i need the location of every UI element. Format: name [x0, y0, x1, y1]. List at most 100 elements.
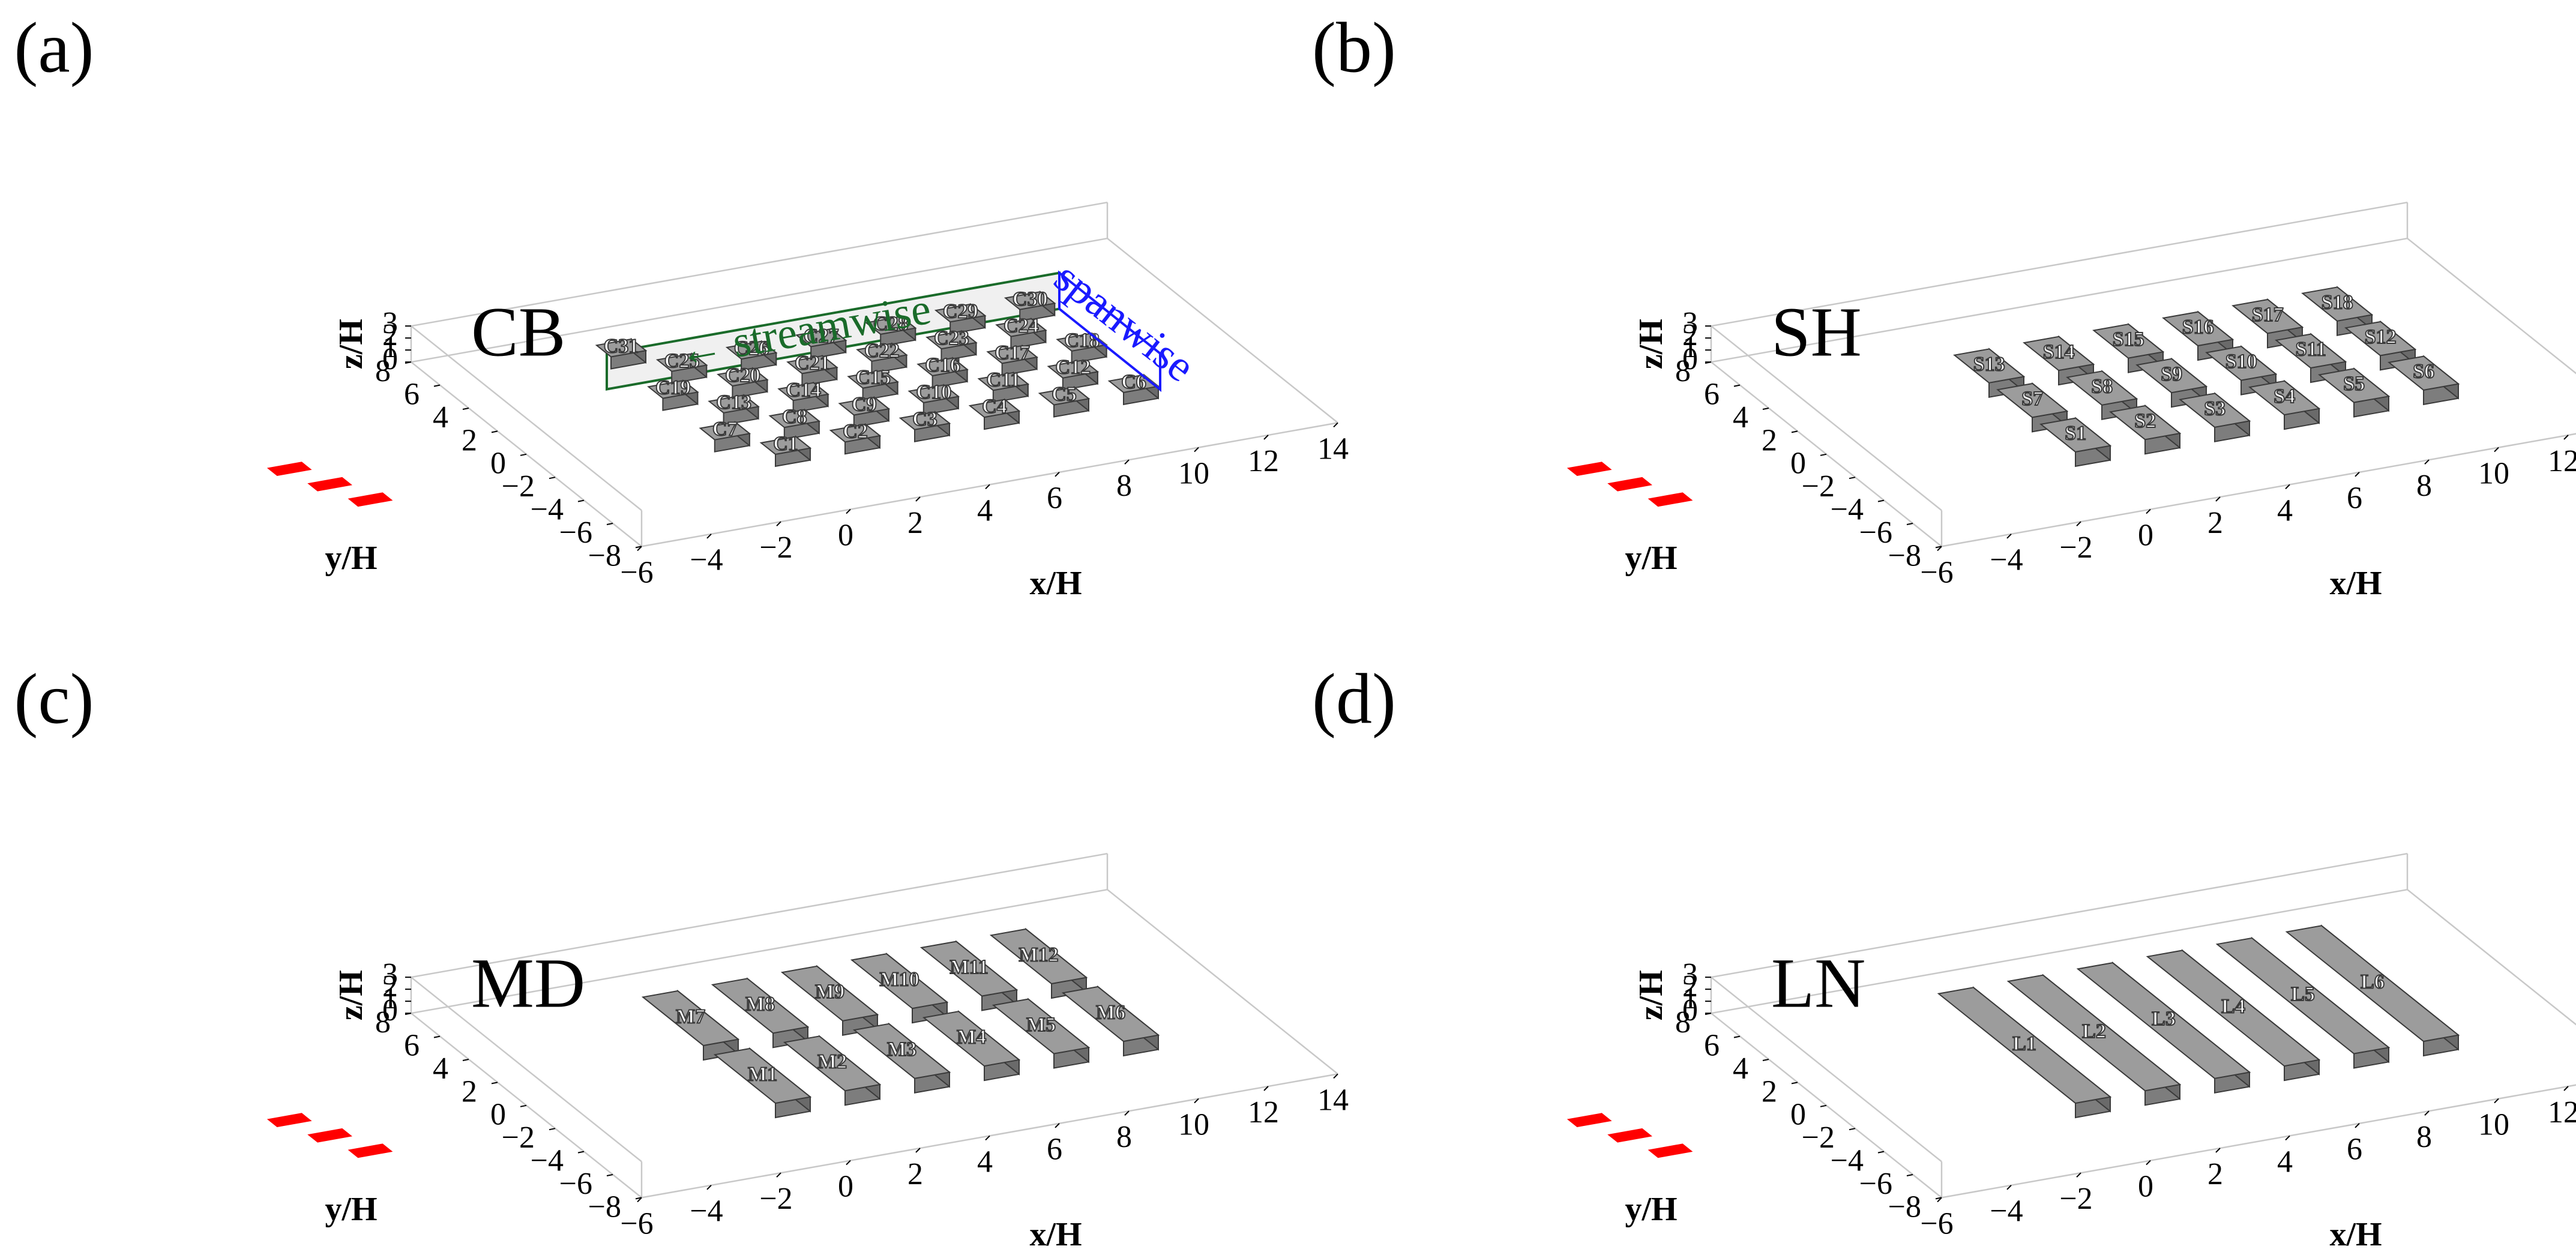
- z-axis-label: z/H: [333, 970, 370, 1020]
- block: S17: [2231, 298, 2304, 349]
- x-tick-mark: [2006, 534, 2012, 539]
- axis-edge: [411, 237, 1108, 363]
- y-tick-mark: [433, 1035, 441, 1038]
- block: M3: [852, 1022, 951, 1094]
- block-label: L1: [2012, 1032, 2036, 1055]
- block-label: C24: [1004, 315, 1039, 337]
- block-face: [916, 357, 969, 377]
- block: C14: [777, 378, 829, 414]
- y-tick-mark: [1820, 1104, 1827, 1107]
- y-tick-label: −8: [1888, 1190, 1921, 1224]
- x-tick-label: −6: [620, 1206, 653, 1241]
- y-tick-mark: [520, 453, 527, 456]
- block-face: [995, 318, 1047, 337]
- block-label: C21: [795, 352, 830, 374]
- y-tick-mark: [549, 477, 556, 480]
- block: M12: [989, 927, 1088, 999]
- x-tick-label: 4: [977, 493, 993, 528]
- y-tick-mark: [635, 1197, 642, 1200]
- block: C24: [995, 314, 1047, 349]
- block-face: [919, 940, 1019, 997]
- block-face: [780, 965, 879, 1022]
- red-marker: [307, 477, 352, 492]
- axis-edge: [411, 977, 642, 1163]
- block-label: C2: [843, 420, 868, 442]
- block-face: [2388, 355, 2460, 391]
- block-face: [2109, 405, 2182, 441]
- block: S1: [2039, 417, 2112, 468]
- block-face: [699, 421, 751, 441]
- x-tick-mark: [776, 521, 781, 526]
- block-label: M11: [949, 956, 988, 978]
- x-tick-label: −6: [1920, 555, 1953, 589]
- axis-edge: [2407, 238, 2576, 375]
- y-axis-label: y/H: [325, 1191, 377, 1228]
- block-face: [907, 384, 960, 403]
- block: C9: [838, 393, 891, 428]
- x-tick-mark: [2355, 472, 2360, 477]
- y-tick-mark: [1877, 499, 1885, 502]
- x-tick-mark: [1194, 447, 1199, 453]
- y-axis-label: y/H: [325, 540, 377, 577]
- y-tick-mark: [549, 1128, 556, 1131]
- block-label: C28: [873, 313, 909, 335]
- block: M9: [780, 965, 879, 1036]
- block-label: C11: [986, 369, 1020, 391]
- block: L6: [2285, 924, 2460, 1057]
- block-label: S10: [2225, 351, 2257, 373]
- x-tick-label: 0: [2138, 1170, 2153, 1204]
- x-tick-mark: [846, 508, 851, 514]
- block-face: [647, 380, 699, 399]
- panel-label: (a): [14, 8, 94, 88]
- block-label: C16: [925, 354, 960, 376]
- block: L1: [1937, 986, 2112, 1119]
- block-label: C23: [934, 327, 969, 349]
- block: S18: [2301, 286, 2374, 336]
- z-axis-label: z/H: [1633, 319, 1670, 369]
- block-face: [711, 978, 810, 1034]
- x-tick-label: 10: [2478, 457, 2509, 491]
- x-tick-label: 12: [1248, 444, 1279, 478]
- axis-edge: [411, 852, 1108, 978]
- y-tick-mark: [1733, 1035, 1741, 1038]
- block-face: [850, 953, 949, 1010]
- block-face: [1953, 348, 2026, 384]
- axis-edge: [1107, 238, 1338, 424]
- block: L3: [2076, 962, 2251, 1094]
- x-tick-label: −6: [1920, 1206, 1953, 1241]
- panel-ln: −6−4−202468101214−8−6−4−2024680123x/Hy/H…: [1312, 659, 2576, 1253]
- y-tick-label: −4: [531, 1144, 564, 1178]
- y-tick-label: 0: [490, 1098, 506, 1132]
- x-tick-label: 2: [907, 506, 923, 540]
- x-tick-label: 6: [1047, 1133, 1062, 1167]
- x-tick-label: 12: [2548, 1095, 2576, 1130]
- block: S10: [2205, 345, 2278, 396]
- axes-box: [410, 852, 1338, 1199]
- x-tick-mark: [2215, 496, 2221, 502]
- z-axis-label: z/H: [333, 319, 370, 369]
- y-tick-label: 2: [1762, 1074, 1777, 1109]
- x-tick-label: 14: [1317, 432, 1349, 466]
- block: C1: [759, 432, 812, 468]
- red-marker: [1607, 1128, 1652, 1143]
- y-tick-label: 0: [490, 447, 506, 481]
- block-face: [2179, 393, 2251, 428]
- block-face: [989, 928, 1088, 985]
- block: S2: [2109, 404, 2182, 455]
- y-tick-mark: [1849, 477, 1856, 480]
- block-face: [925, 330, 978, 350]
- block-label: L3: [2152, 1008, 2176, 1030]
- block-face: [1004, 291, 1056, 310]
- axis-edge: [1711, 237, 2408, 363]
- layout-name: SH: [1771, 292, 1862, 371]
- layout-name: MD: [471, 944, 585, 1022]
- y-tick-mark: [462, 408, 469, 410]
- y-tick-mark: [606, 523, 613, 525]
- block-label: S16: [2182, 316, 2214, 339]
- red-marker: [348, 1143, 393, 1158]
- block-label: S18: [2322, 291, 2353, 313]
- block-label: S11: [2296, 339, 2326, 361]
- block-label: S3: [2204, 397, 2225, 420]
